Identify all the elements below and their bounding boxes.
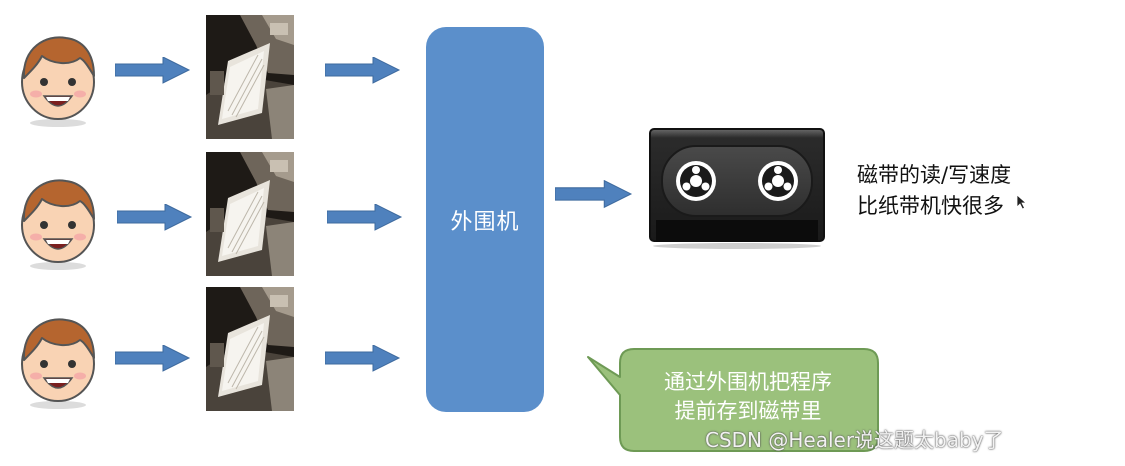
paper-tape-machine-photo — [206, 15, 294, 139]
right-arrow-icon — [115, 57, 191, 85]
peripheral-machine-block: 外围机 — [426, 27, 544, 412]
callout-line-2: 提前存到磁带里 — [674, 399, 822, 423]
right-arrow-icon — [555, 180, 633, 210]
right-arrow-icon — [117, 204, 193, 232]
tape-speed-note-line-2: 比纸带机快很多 — [857, 194, 1004, 218]
callout-bubble — [586, 347, 880, 453]
callout-text: 通过外围机把程序 提前存到磁带里 — [618, 368, 878, 426]
paper-tape-machine-photo — [206, 287, 294, 411]
watermark-text: CSDN @Healer说这题太baby了 — [705, 428, 1004, 452]
mouse-pointer-icon — [1016, 194, 1028, 214]
user-face-icon — [18, 30, 98, 130]
right-arrow-icon — [325, 57, 401, 85]
user-face-icon — [18, 312, 98, 412]
paper-tape-machine-photo — [206, 152, 294, 276]
callout-line-1: 通过外围机把程序 — [664, 370, 832, 394]
right-arrow-icon — [327, 204, 403, 232]
peripheral-label: 外围机 — [450, 209, 520, 235]
right-arrow-icon — [325, 345, 401, 373]
user-face-icon — [18, 173, 98, 273]
tape-speed-note-line-1: 磁带的读/写速度 — [857, 163, 1012, 187]
tape-speed-note: 磁带的读/写速度 比纸带机快很多 — [857, 160, 1011, 222]
right-arrow-icon — [115, 345, 191, 373]
magnetic-tape-cassette-icon — [648, 128, 826, 250]
